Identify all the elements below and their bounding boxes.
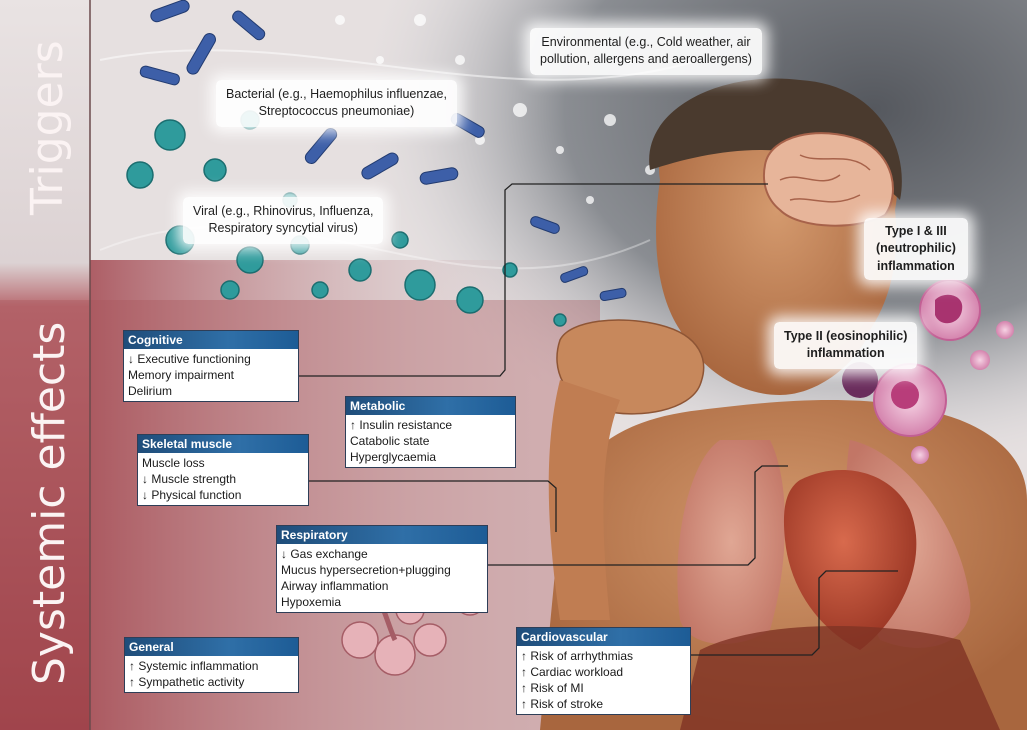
general-item: ↑ Systemic inflammation xyxy=(129,659,259,673)
cardiovascular-item: ↑ Risk of stroke xyxy=(521,697,604,711)
respiratory-item: Airway inflammation xyxy=(281,579,389,593)
cardiovascular-item: ↑ Cardiac workload xyxy=(521,665,624,679)
type2-line-1: Type II (eosinophilic) xyxy=(784,329,908,343)
type2-inflammation-label: Type II (eosinophilic) inflammation xyxy=(774,322,918,369)
bacterial-line-1: Bacterial (e.g., Haemophilus influenzae, xyxy=(226,87,447,101)
general-title: General xyxy=(125,638,298,656)
skeletal-muscle-item: ↓ Physical function xyxy=(142,488,242,502)
general-item: ↑ Sympathetic activity xyxy=(129,675,245,689)
viral-trigger-label: Viral (e.g., Rhinovirus, Influenza, Resp… xyxy=(183,197,384,244)
environmental-trigger-label: Environmental (e.g., Cold weather, air p… xyxy=(530,28,762,75)
skeletal-muscle-title: Skeletal muscle xyxy=(138,435,308,453)
respiratory-item: Hypoxemia xyxy=(281,595,342,609)
metabolic-box: Metabolic ↑ Insulin resistance Catabolic… xyxy=(345,396,516,468)
cognitive-box: Cognitive ↓ Executive functioning Memory… xyxy=(123,330,299,402)
metabolic-item: Hyperglycaemia xyxy=(350,450,437,464)
respiratory-box: Respiratory ↓ Gas exchange Mucus hyperse… xyxy=(276,525,488,613)
type1-3-line-1: Type I & III xyxy=(885,224,947,238)
cognitive-item: ↓ Executive functioning xyxy=(128,352,251,366)
viral-line-1: Viral (e.g., Rhinovirus, Influenza, xyxy=(193,204,374,218)
type1-3-line-2: (neutrophilic) xyxy=(876,241,956,256)
cognitive-title: Cognitive xyxy=(124,331,298,349)
viral-line-2: Respiratory syncytial virus) xyxy=(208,221,358,236)
systemic-effects-section-title: Systemic effects xyxy=(24,321,75,685)
respiratory-title: Respiratory xyxy=(277,526,487,544)
cognitive-item: Memory impairment xyxy=(128,368,235,382)
type1-3-inflammation-label: Type I & III (neutrophilic) inflammation xyxy=(864,218,968,280)
respiratory-item: ↓ Gas exchange xyxy=(281,547,368,561)
metabolic-title: Metabolic xyxy=(346,397,515,415)
skeletal-muscle-item: ↓ Muscle strength xyxy=(142,472,237,486)
skeletal-muscle-item: Muscle loss xyxy=(142,456,205,470)
respiratory-item: Mucus hypersecretion+plugging xyxy=(281,563,451,577)
cardiovascular-box: Cardiovascular ↑ Risk of arrhythmias ↑ C… xyxy=(516,627,691,715)
general-box: General ↑ Systemic inflammation ↑ Sympat… xyxy=(124,637,299,693)
type2-line-2: inflammation xyxy=(806,346,885,361)
type1-3-line-3: inflammation xyxy=(877,258,955,273)
metabolic-item: Catabolic state xyxy=(350,434,430,448)
environmental-line-2: pollution, allergens and aeroallergens) xyxy=(540,52,752,67)
skeletal-muscle-box: Skeletal muscle Muscle loss ↓ Muscle str… xyxy=(137,434,309,506)
cognitive-item: Delirium xyxy=(128,384,173,398)
cardiovascular-item: ↑ Risk of MI xyxy=(521,681,584,695)
triggers-section-title: Triggers xyxy=(22,40,73,215)
metabolic-item: ↑ Insulin resistance xyxy=(350,418,453,432)
bacterial-line-2: Streptococcus pneumoniae) xyxy=(258,104,415,119)
environmental-line-1: Environmental (e.g., Cold weather, air xyxy=(541,35,751,49)
cardiovascular-title: Cardiovascular xyxy=(517,628,690,646)
cardiovascular-item: ↑ Risk of arrhythmias xyxy=(521,649,634,663)
bacterial-trigger-label: Bacterial (e.g., Haemophilus influenzae,… xyxy=(216,80,457,127)
